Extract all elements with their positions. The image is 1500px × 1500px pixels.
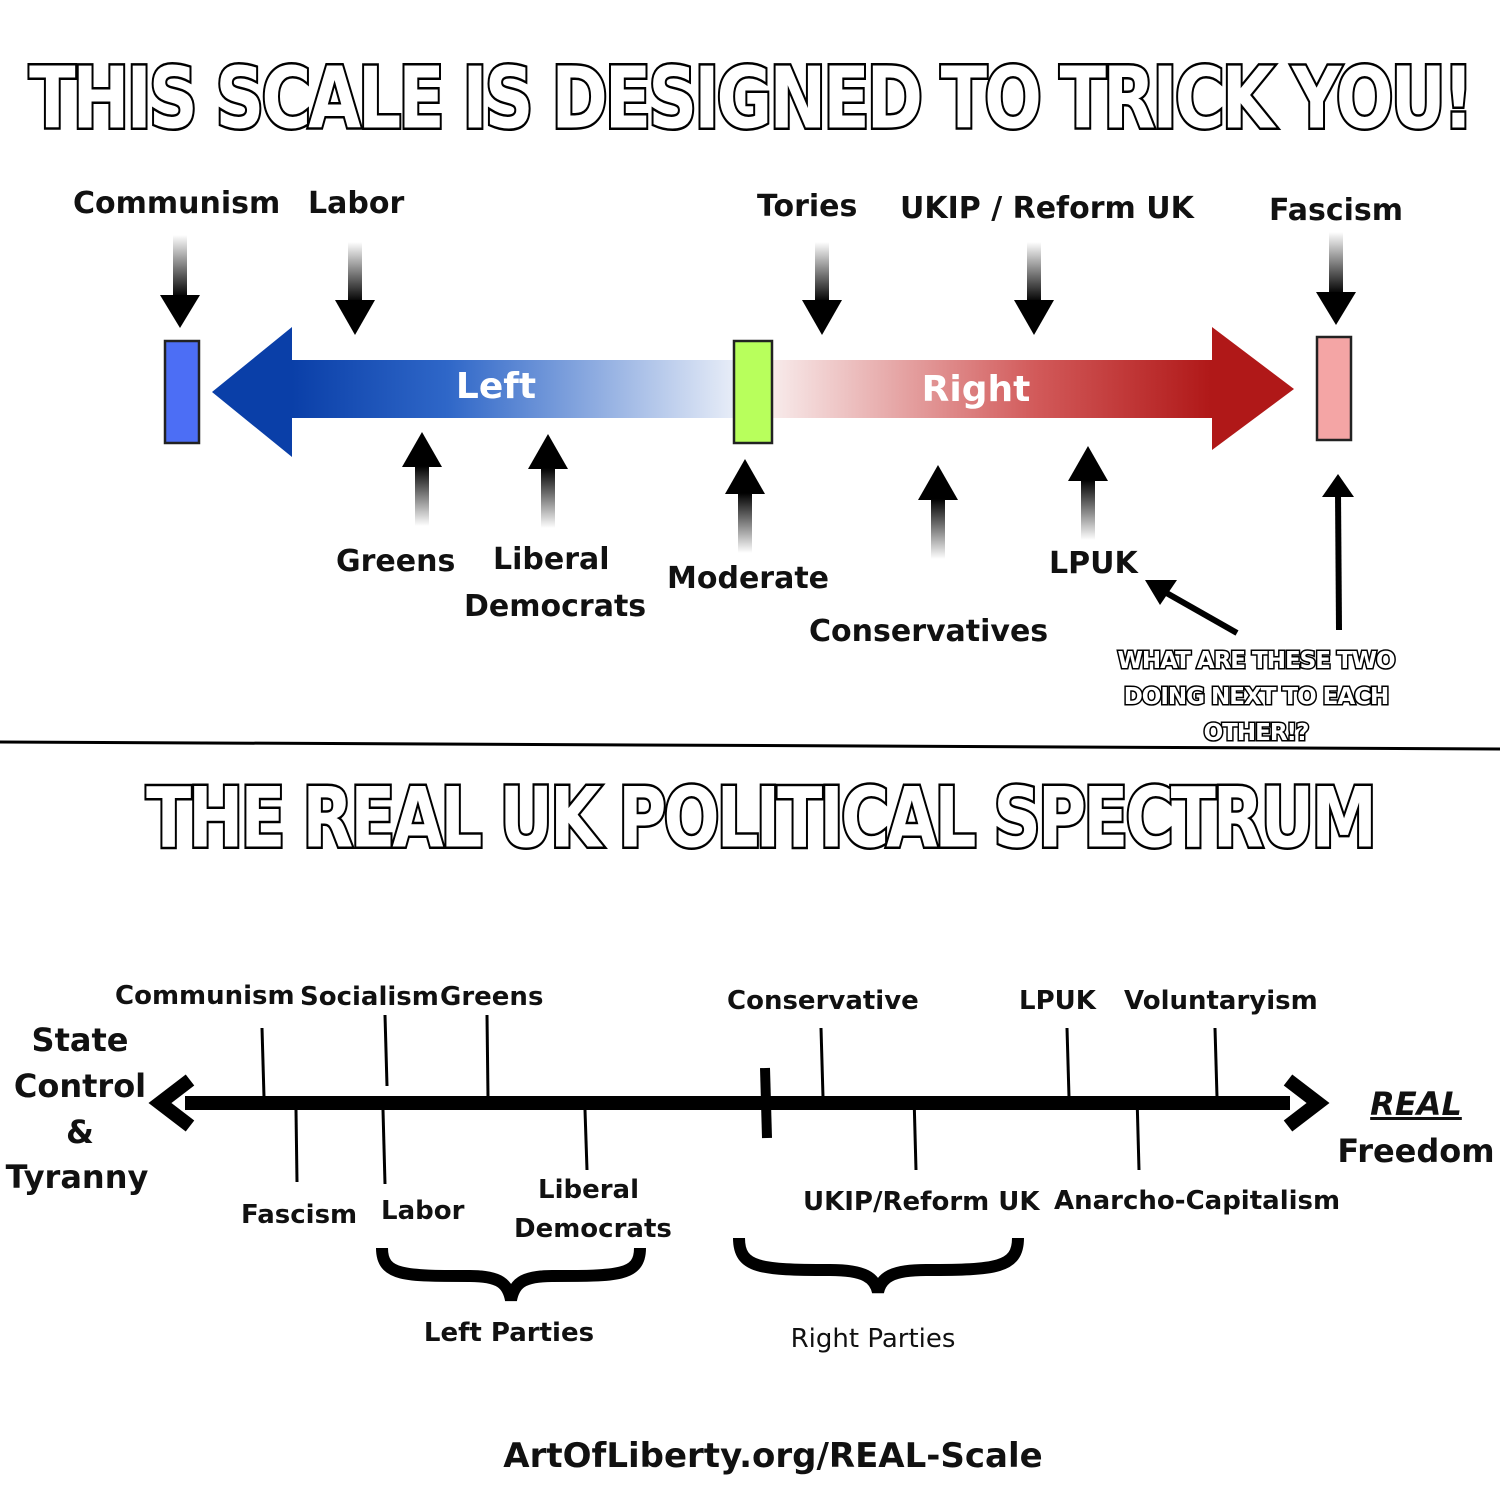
up-arrow-greens	[402, 432, 442, 526]
top-scale-graphic	[0, 232, 1500, 751]
tick-greens	[485, 1014, 490, 1098]
real-label-lpuk: LPUK	[1019, 986, 1096, 1016]
real-label-labor: Labor	[381, 1196, 465, 1226]
footer-url[interactable]: ArtOfLiberty.org/REAL-Scale	[503, 1436, 1043, 1476]
tick-fascism	[294, 1109, 299, 1183]
left-arrow	[212, 327, 737, 457]
callout-line2: DOING NEXT TO EACH	[1122, 683, 1391, 712]
right-arrow	[770, 327, 1294, 450]
real-label-liberal-line1: Liberal	[538, 1175, 640, 1205]
tick-lpuk	[1065, 1027, 1071, 1098]
callout-line1: WHAT ARE THESE TWO	[1116, 647, 1397, 676]
label-liberal-line2: Democrats	[464, 589, 647, 624]
real-label-liberal-line2: Democrats	[514, 1214, 672, 1244]
real-label-greens: Greens	[440, 982, 544, 1012]
label-greens: Greens	[336, 544, 456, 579]
right-end-real: REAL	[1370, 1085, 1462, 1123]
label-communism: Communism	[73, 186, 281, 221]
tick-socialism	[383, 1014, 389, 1087]
down-arrow-fascism	[1316, 232, 1356, 325]
label-fascism: Fascism	[1269, 193, 1404, 228]
callout-line3: OTHER!?	[1202, 719, 1311, 748]
up-arrow-liberal	[528, 434, 568, 528]
real-scale-center-tick	[760, 1067, 772, 1139]
real-label-communism: Communism	[115, 981, 295, 1011]
real-scale-left-head	[148, 1074, 195, 1132]
real-scale-right-head	[1283, 1074, 1330, 1132]
real-label-conservative: Conservative	[727, 986, 919, 1016]
real-label-anarcho: Anarcho-Capitalism	[1054, 1186, 1341, 1216]
tick-liberal	[583, 1109, 589, 1171]
tick-communism	[260, 1027, 266, 1098]
real-label-socialism: Socialism	[300, 982, 439, 1012]
tick-conservative	[819, 1027, 825, 1098]
tick-anarcho	[1135, 1095, 1141, 1171]
bottom-headline: THE REAL UK POLITICAL SPECTRUM	[144, 768, 1379, 869]
real-label-voluntaryism: Voluntaryism	[1124, 986, 1318, 1016]
up-arrow-moderate	[725, 459, 765, 553]
left-end-line1: State	[31, 1021, 129, 1059]
label-conservatives: Conservatives	[809, 614, 1049, 649]
left-parties-label: Left Parties	[423, 1318, 595, 1348]
bar-right-label: Right	[921, 369, 1031, 410]
up-arrow-lpuk	[1068, 446, 1108, 540]
up-arrow-conservatives	[918, 465, 958, 559]
moderate-box	[732, 339, 774, 445]
fascism-box	[1315, 335, 1353, 442]
communism-box	[163, 339, 201, 445]
label-ukip: UKIP / Reform UK	[900, 191, 1194, 226]
callout-arrow-lpuk	[1145, 580, 1239, 636]
down-arrow-tories	[802, 242, 842, 335]
label-tories: Tories	[757, 189, 858, 224]
tick-voluntaryism	[1213, 1027, 1219, 1098]
label-labor: Labor	[308, 186, 405, 221]
left-end-line3: &	[66, 1113, 94, 1151]
right-end-freedom: Freedom	[1337, 1132, 1495, 1170]
right-parties-label: Right Parties	[790, 1324, 956, 1354]
tick-labor	[381, 1109, 387, 1185]
section-divider	[0, 740, 1500, 751]
label-moderate: Moderate	[667, 561, 830, 596]
real-label-fascism: Fascism	[241, 1200, 358, 1230]
callout-arrow-fascism	[1322, 474, 1354, 631]
bar-left-label: Left	[455, 366, 537, 407]
down-arrow-communism	[160, 235, 200, 328]
label-lpuk: LPUK	[1049, 546, 1138, 581]
tick-ukip	[912, 1095, 918, 1171]
real-label-ukip: UKIP/Reform UK	[803, 1187, 1040, 1217]
left-end-line2: Control	[13, 1067, 147, 1105]
left-parties-brace	[376, 1247, 646, 1302]
left-end-line4: Tyranny	[5, 1158, 149, 1196]
right-parties-brace	[733, 1237, 1024, 1294]
down-arrow-labor	[335, 242, 375, 335]
top-headline: THIS SCALE IS DESIGNED TO TRICK YOU!	[27, 48, 1476, 152]
label-liberal-line1: Liberal	[493, 542, 610, 577]
down-arrow-ukip	[1014, 242, 1054, 335]
